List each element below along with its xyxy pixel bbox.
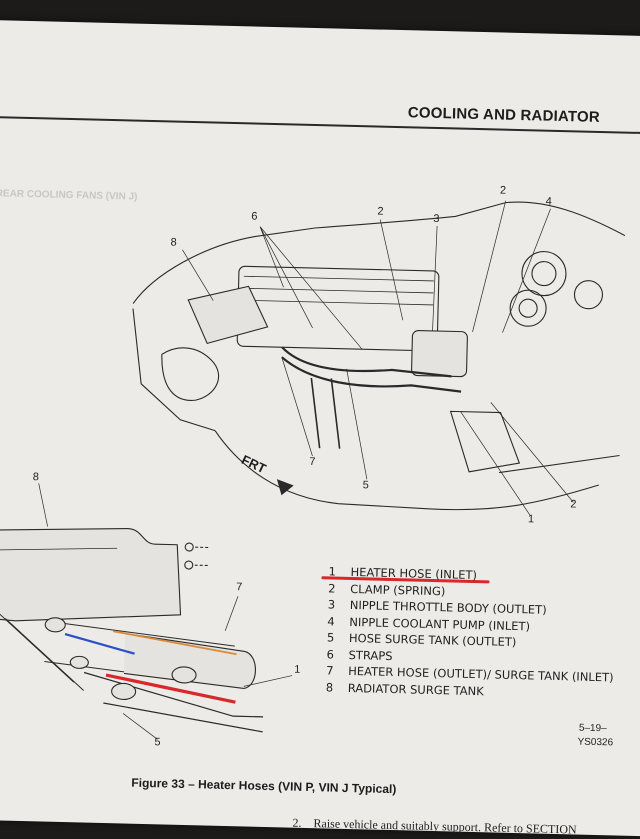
image-code: YS0326: [577, 736, 614, 749]
callout-3-top: 3: [433, 212, 440, 226]
orange-annotation-line: [112, 630, 237, 656]
callout-1-bottom: 1: [294, 663, 301, 676]
callout-5-bottom: 5: [154, 736, 161, 749]
callout-5-top: 5: [362, 479, 370, 492]
callout-2-top-left: 2: [377, 205, 384, 218]
callout-8-top: 8: [170, 236, 177, 249]
callout-1-top: 1: [527, 513, 535, 526]
callout-4-top: 4: [545, 195, 552, 208]
callout-7-top: 7: [309, 455, 316, 469]
callout-8-bottom: 8: [32, 471, 40, 484]
body-step: 2. Raise vehicle and suitably support. Re…: [292, 816, 577, 838]
callout-6-top: 6: [251, 210, 258, 223]
callout-2-lower-right: 2: [570, 498, 577, 511]
heater-hose-diagram: [0, 200, 626, 740]
callout-7-bottom: 7: [236, 581, 243, 594]
step-number: 2.: [292, 815, 302, 830]
page-reference: 5–19–: [578, 722, 607, 735]
manual-page: REAR COOLING FANS (VIN J) COOLING AND RA…: [0, 20, 640, 838]
callout-2-top-right: 2: [499, 184, 507, 197]
blue-annotation-line: [64, 632, 135, 655]
step-text: Raise vehicle and suitably support. Refe…: [313, 816, 577, 837]
red-annotation-line: [105, 673, 236, 704]
